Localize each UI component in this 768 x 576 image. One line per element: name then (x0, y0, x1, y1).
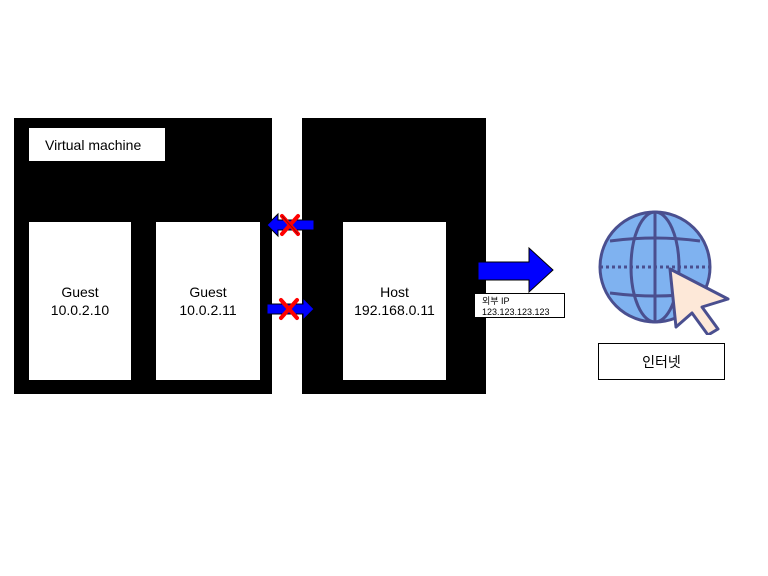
host-box: Host 192.168.0.11 (343, 222, 446, 380)
virtual-machine-label: Virtual machine (29, 128, 165, 161)
guest-1-name: Guest (61, 284, 99, 300)
external-ip-value: 123.123.123.123 (482, 307, 550, 317)
cursor-icon (668, 267, 730, 335)
virtual-machine-label-text: Virtual machine (45, 136, 142, 153)
outbound-arrow (477, 246, 554, 294)
internet-label: 인터넷 (598, 343, 725, 380)
guest-2-name: Guest (189, 284, 227, 300)
guest-box-1: Guest 10.0.2.10 (29, 222, 131, 380)
host-name: Host (380, 284, 409, 300)
guest-1-ip: 10.0.2.10 (50, 302, 110, 318)
internet-icon (598, 210, 730, 335)
host-ip: 192.168.0.11 (354, 302, 435, 318)
internet-label-text: 인터넷 (642, 353, 681, 370)
guest-box-2: Guest 10.0.2.11 (156, 222, 260, 380)
blocked-x-icon (279, 298, 299, 320)
external-ip-title: 외부 IP (482, 296, 510, 306)
guest-2-ip: 10.0.2.11 (179, 302, 237, 318)
external-ip-label: 외부 IP 123.123.123.123 (474, 293, 565, 318)
blocked-x-icon (280, 214, 300, 236)
